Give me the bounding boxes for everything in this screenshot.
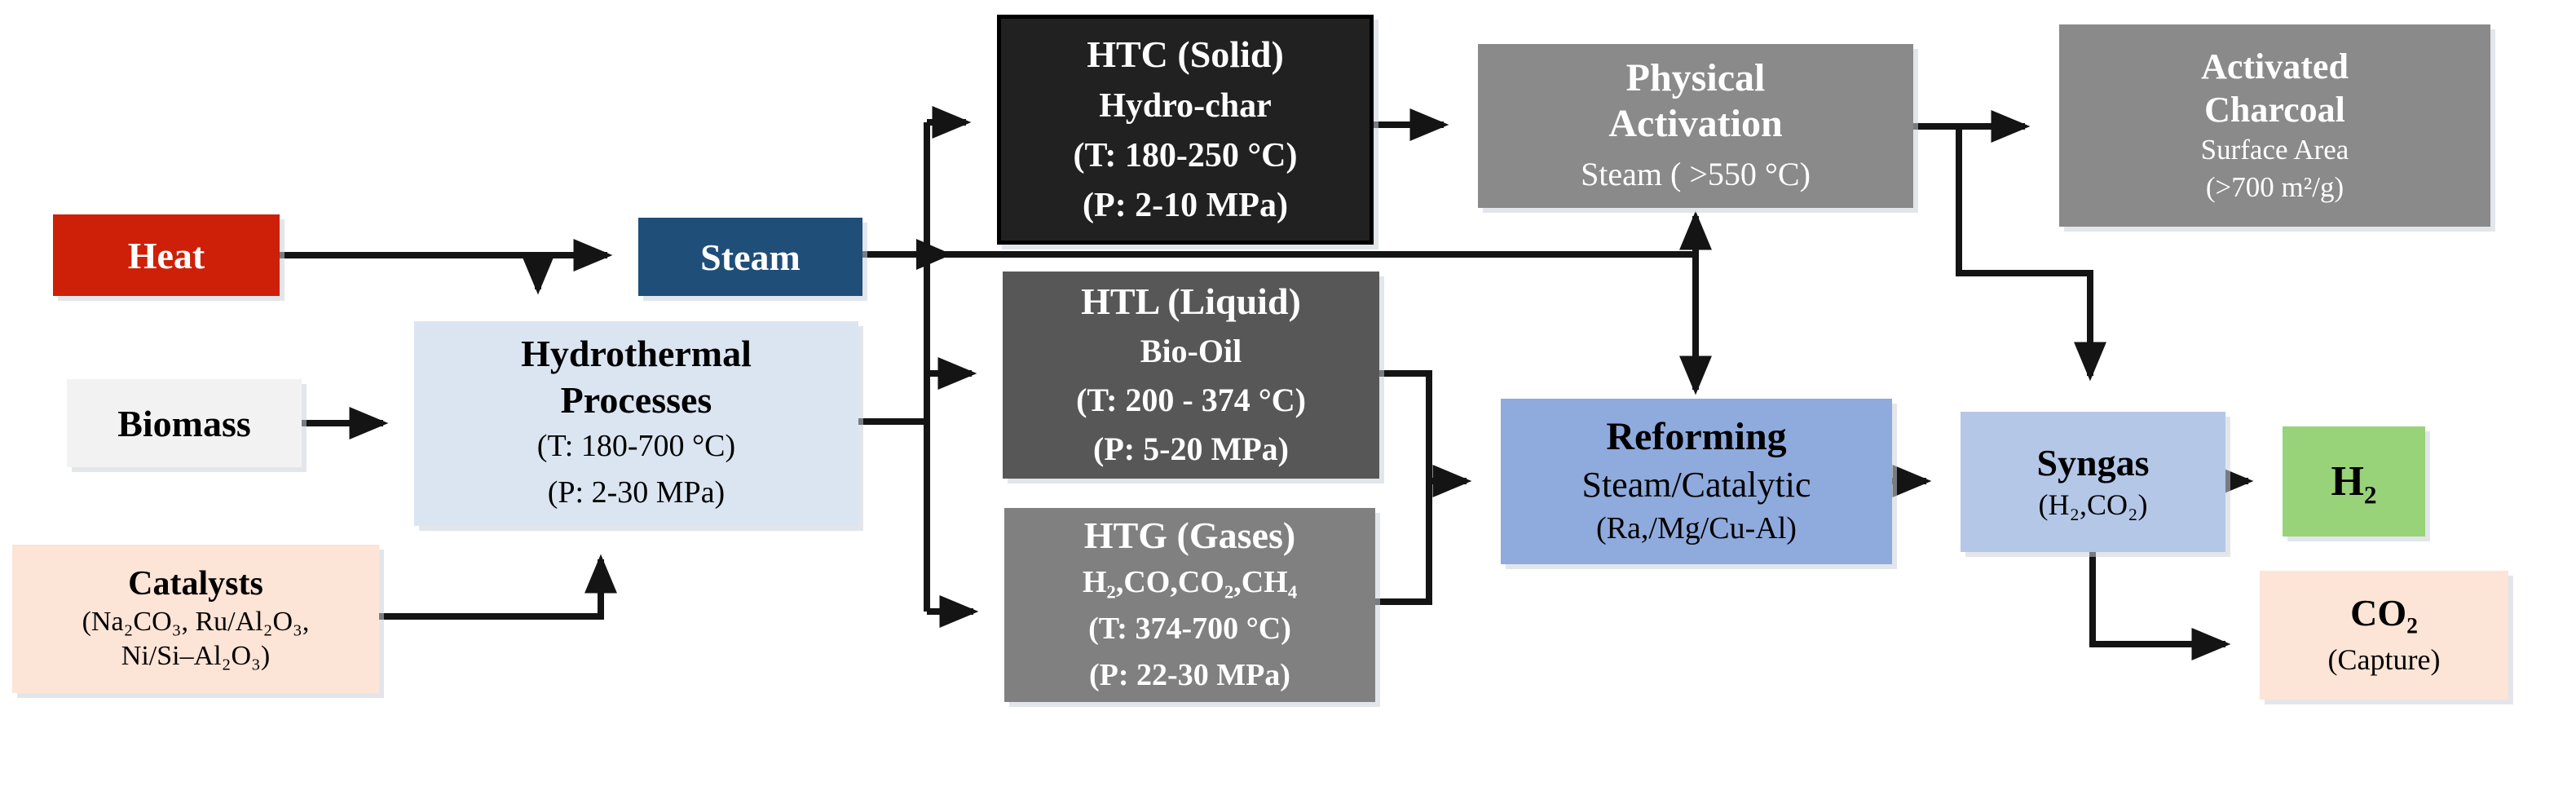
reforming-catalysts: (Ra,/Mg/Cu-Al) <box>1596 511 1797 546</box>
h2-node: H₂ <box>2283 426 2425 537</box>
physical-activation-node: Physical Activation Steam ( >550 °C) <box>1478 44 1913 208</box>
arrow-activation-to-syngas <box>1956 126 2106 382</box>
htc-temperature: (T: 180-250 °C) <box>1073 136 1298 174</box>
physical-activation-condition: Steam ( >550 °C) <box>1581 155 1811 192</box>
htc-solid-node: HTC (Solid) Hydro-char (T: 180-250 °C) (… <box>997 15 1374 245</box>
catalysts-formula-line1: (Na₂CO₃, Ru/Al₂O₃, <box>82 606 310 637</box>
arrow-syngas-to-co2 <box>2089 552 2231 660</box>
h2-label: H₂ <box>2331 458 2377 505</box>
htc-pressure: (P: 2-10 MPa) <box>1083 186 1288 224</box>
htc-title: HTC (Solid) <box>1087 33 1284 76</box>
syngas-composition: (H₂,CO₂) <box>2038 488 2148 522</box>
htc-product: Hydro-char <box>1099 86 1272 125</box>
activated-charcoal-surface-area-label: Surface Area <box>2200 134 2349 166</box>
activated-charcoal-title-line1: Activated <box>2201 46 2349 86</box>
syngas-node: Syngas (H₂,CO₂) <box>1961 412 2225 552</box>
arrow-catalysts-to-hydrothermal <box>379 554 617 620</box>
steam-label: Steam <box>700 236 801 278</box>
hydrothermal-temperature: (T: 180-700 °C) <box>536 428 736 463</box>
reforming-method: Steam/Catalytic <box>1581 464 1811 505</box>
hydrothermal-title-line1: Hydrothermal <box>521 333 752 375</box>
heat-label: Heat <box>127 234 205 276</box>
htl-liquid-node: HTL (Liquid) Bio-Oil (T: 200 - 374 °C) (… <box>1003 272 1379 479</box>
co2-node: CO₂ (Capture) <box>2260 571 2508 700</box>
hydrothermal-pressure: (P: 2-30 MPa) <box>547 475 726 510</box>
htg-gases-node: HTG (Gases) H₂,CO,CO₂,CH₄ (T: 374-700 °C… <box>1004 508 1375 702</box>
reforming-node: Reforming Steam/Catalytic (Ra,/Mg/Cu-Al) <box>1501 399 1892 564</box>
biomass-node: Biomass <box>67 379 302 467</box>
steam-flow-arrowhead <box>916 239 952 270</box>
heat-node: Heat <box>53 214 280 296</box>
htg-pressure: (P: 22-30 MPa) <box>1089 658 1290 693</box>
htl-temperature: (T: 200 - 374 °C) <box>1076 382 1306 419</box>
htg-products: H₂,CO,CO₂,CH₄ <box>1082 565 1298 600</box>
activated-charcoal-node: Activated Charcoal Surface Area (>700 m²… <box>2059 24 2490 227</box>
htl-pressure: (P: 5-20 MPa) <box>1093 431 1289 468</box>
co2-capture-label: (Capture) <box>2327 643 2441 677</box>
physical-activation-title-line1: Physical <box>1625 56 1766 100</box>
catalysts-formula-line2: Ni/Si–Al₂O₃) <box>121 641 271 672</box>
activated-charcoal-title-line2: Charcoal <box>2204 89 2345 130</box>
biomass-label: Biomass <box>117 402 251 444</box>
co2-title: CO₂ <box>2350 592 2418 634</box>
htl-product: Bio-Oil <box>1140 333 1242 370</box>
syngas-title: Syngas <box>2036 441 2150 484</box>
htl-title: HTL (Liquid) <box>1081 280 1301 322</box>
physical-activation-title-line2: Activation <box>1608 101 1783 145</box>
hydrothermal-title-line2: Processes <box>560 378 712 421</box>
activated-charcoal-surface-area-value: (>700 m²/g) <box>2205 170 2344 203</box>
hydrothermal-processes-node: Hydrothermal Processes (T: 180-700 °C) (… <box>414 321 858 526</box>
catalysts-title: Catalysts <box>128 565 263 603</box>
reforming-title: Reforming <box>1606 415 1787 459</box>
htg-title: HTG (Gases) <box>1083 514 1296 556</box>
htg-temperature: (T: 374-700 °C) <box>1088 612 1291 647</box>
catalysts-node: Catalysts (Na₂CO₃, Ru/Al₂O₃, Ni/Si–Al₂O₃… <box>12 545 379 693</box>
steam-node: Steam <box>638 218 862 296</box>
